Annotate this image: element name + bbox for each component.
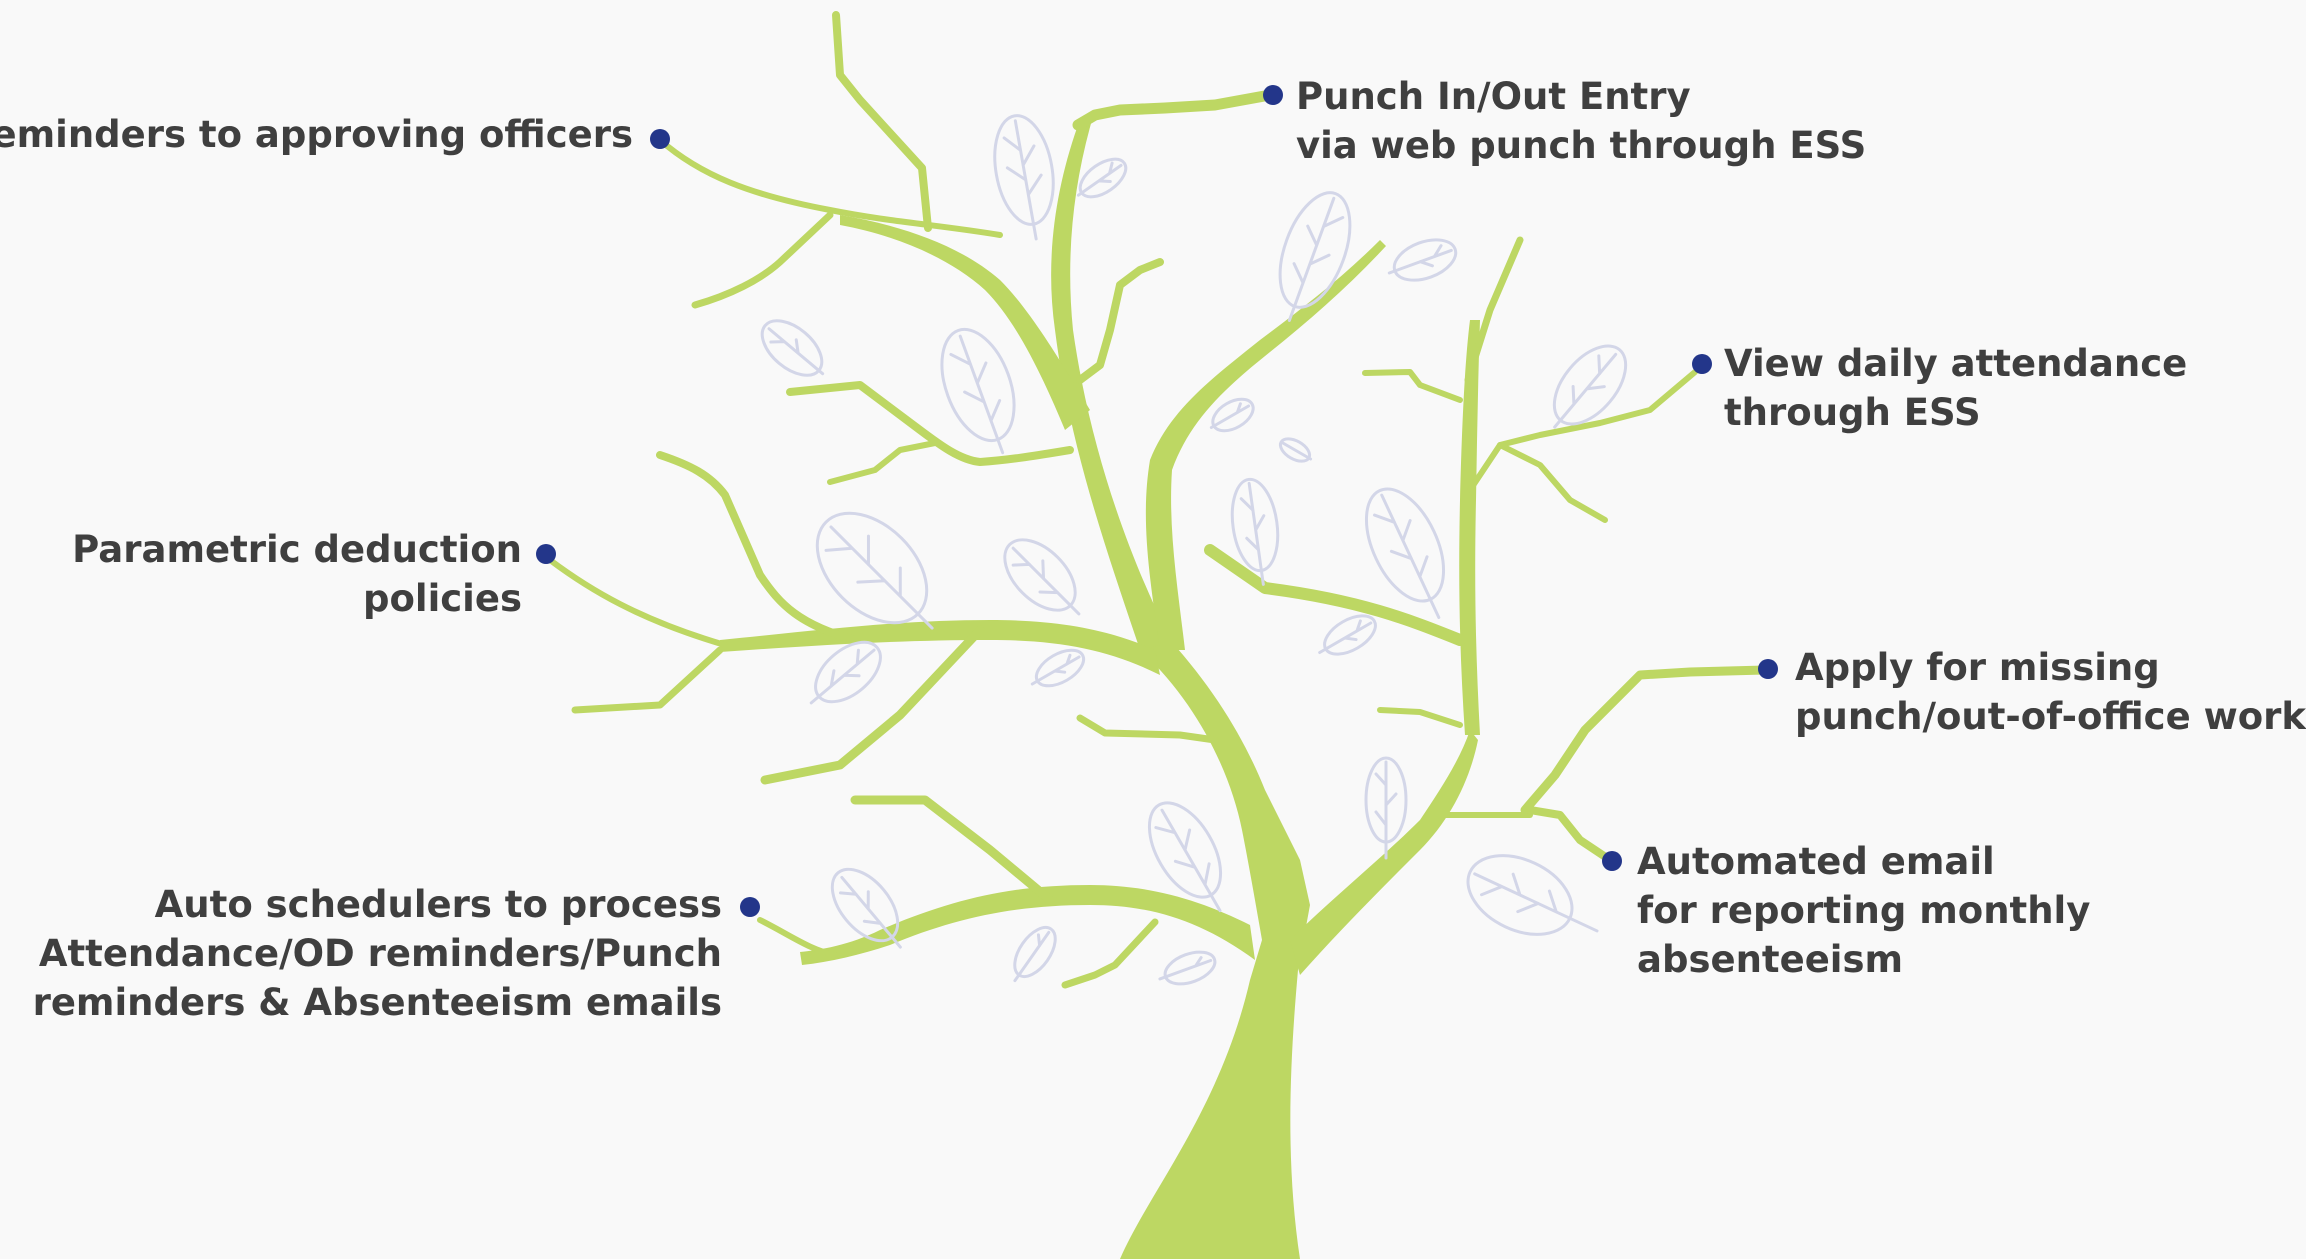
label-line: absenteeism xyxy=(1637,938,1904,981)
leaf-icon xyxy=(1364,756,1408,860)
label-view-daily-attendance: View daily attendance through ESS xyxy=(1724,339,2187,437)
label-line: Attendance/OD reminders/Punch xyxy=(38,932,722,975)
leaf-icon xyxy=(940,327,1016,455)
dot-parametric xyxy=(536,544,556,564)
twig-low-left-down xyxy=(1061,918,1159,989)
tree-leaves xyxy=(760,114,1628,986)
label-reminders-approving-officers: Reminders to approving officers xyxy=(0,110,633,159)
label-line: Automated email xyxy=(1637,840,1995,883)
leaf-icon xyxy=(1230,477,1280,586)
tree-branch-upper-left xyxy=(840,215,1090,430)
label-apply-missing-punch: Apply for missing punch/out-of-office wo… xyxy=(1795,643,2306,741)
twig-mid-left-lower xyxy=(760,625,985,785)
twig-apply xyxy=(1520,665,1770,815)
twig-right-left-a xyxy=(1362,369,1463,403)
leaf-icon xyxy=(809,640,882,705)
twig-right-top xyxy=(1464,236,1524,384)
leaf-icon xyxy=(1387,238,1458,282)
label-line: punch/out-of-office work xyxy=(1795,695,2306,738)
twig-right-lower-left-b xyxy=(1377,707,1463,728)
label-line: policies xyxy=(362,577,522,620)
leaf-icon xyxy=(830,867,902,949)
leaf-icon xyxy=(1147,801,1223,913)
twig-lower-center xyxy=(1076,714,1219,744)
label-line: Auto schedulers to process xyxy=(154,883,722,926)
leaf-icon xyxy=(1278,191,1352,322)
leaf-icon xyxy=(1030,648,1086,688)
dot-reminders xyxy=(650,129,670,149)
label-automated-email: Automated email for reporting monthly ab… xyxy=(1637,837,2090,984)
twig-view xyxy=(1467,369,1698,493)
tree-twigs xyxy=(547,11,1770,989)
twig-punch xyxy=(1072,89,1276,131)
dot-punch xyxy=(1263,85,1283,105)
leaf-icon xyxy=(1552,344,1628,429)
tree-branch-center-up xyxy=(1051,120,1172,650)
twig-upper-left-b xyxy=(832,11,932,232)
twig-parametric-lower xyxy=(571,646,724,714)
twig-auto xyxy=(757,917,838,958)
label-line: Parametric deduction xyxy=(72,528,522,571)
label-line: Punch In/Out Entry xyxy=(1296,75,1691,118)
tree-branch-low-left xyxy=(800,885,1255,965)
twig-parametric xyxy=(547,557,728,648)
twig-parametric-upper xyxy=(656,451,859,644)
label-line: through ESS xyxy=(1724,391,1981,434)
leaf-icon xyxy=(1076,157,1128,199)
label-line: for reporting monthly xyxy=(1637,889,2091,932)
tree-branches xyxy=(720,120,1480,1259)
leaf-icon xyxy=(1013,926,1057,983)
tree-trunk xyxy=(1120,640,1310,1259)
leaf-icon xyxy=(1364,487,1446,620)
label-auto-schedulers: Auto schedulers to process Attendance/OD… xyxy=(33,880,722,1027)
leaf-icon xyxy=(1466,854,1599,936)
twig-right-mid-a xyxy=(1497,442,1608,523)
dot-apply xyxy=(1758,659,1778,679)
dot-auto xyxy=(740,897,760,917)
twig-upper-left-a xyxy=(691,211,834,309)
label-line: Reminders to approving officers xyxy=(0,113,633,156)
leaf-icon xyxy=(993,114,1055,241)
leaf-icon xyxy=(1318,614,1377,656)
tree-branch-right-tall xyxy=(1459,320,1480,735)
twig-mid-upper-left xyxy=(786,381,1074,466)
leaf-icon xyxy=(1209,397,1255,433)
twig-center-small xyxy=(1076,258,1164,384)
leaf-icon xyxy=(1158,950,1217,986)
twig-low-left-up xyxy=(850,795,1055,905)
dot-view xyxy=(1692,354,1712,374)
label-line: Apply for missing xyxy=(1795,646,2160,689)
leaf-icon xyxy=(760,319,825,377)
twig-mid-upper-left-b xyxy=(827,440,938,485)
twig-reminders xyxy=(657,137,1003,238)
label-line: reminders & Absenteeism emails xyxy=(32,981,722,1024)
leaf-icon xyxy=(1278,437,1313,463)
bullet-dots xyxy=(536,85,1778,917)
leaf-icon xyxy=(1003,538,1081,616)
dot-automated xyxy=(1602,851,1622,871)
twig-right-lower-left xyxy=(1204,544,1466,646)
leaf-icon xyxy=(815,511,934,630)
label-line: via web punch through ESS xyxy=(1296,124,1867,167)
label-punch-in-out: Punch In/Out Entry via web punch through… xyxy=(1296,72,1866,170)
twig-automated xyxy=(1526,806,1614,864)
tree-branch-right-main xyxy=(1290,730,1478,975)
tree-branch-center-right xyxy=(1145,240,1386,650)
label-parametric-deduction: Parametric deduction policies xyxy=(72,525,522,623)
label-line: View daily attendance xyxy=(1724,342,2188,385)
